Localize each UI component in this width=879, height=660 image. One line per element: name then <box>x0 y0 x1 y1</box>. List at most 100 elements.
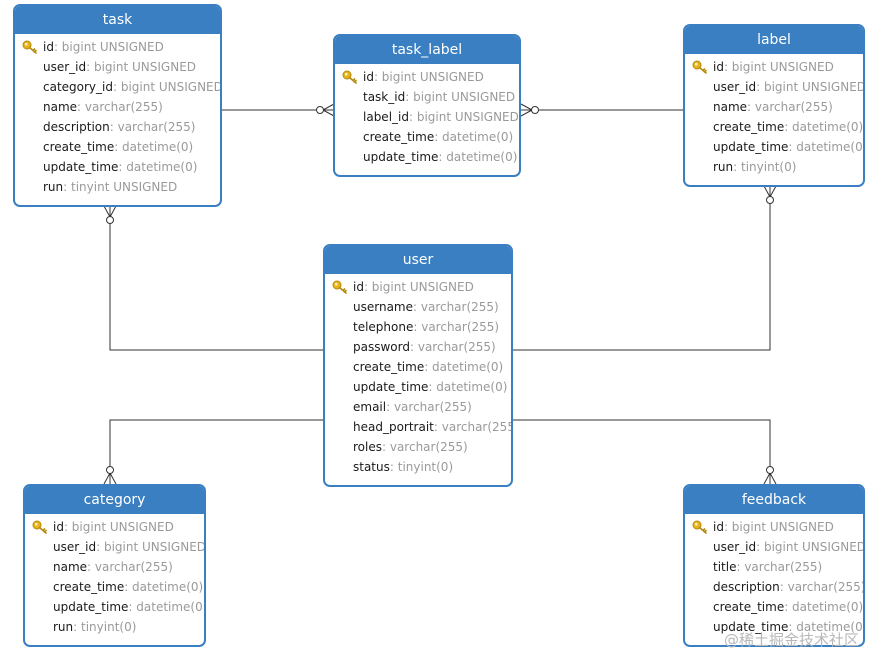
column-row: update_time: datetime(0) <box>325 377 511 397</box>
crowfoot-task-bottom-b <box>109 205 117 218</box>
column-row: description: varchar(255) <box>15 117 220 137</box>
table-feedback-header: feedback <box>685 486 863 514</box>
crowfoot-task-bottom <box>103 205 111 218</box>
column-type: : varchar(255) <box>413 320 500 334</box>
column-row: update_time: datetime(0) <box>335 147 519 167</box>
primary-key-icon <box>692 520 708 534</box>
crowfoot-task-label-right <box>520 103 533 111</box>
column-row: create_time: datetime(0) <box>685 597 863 617</box>
table-task-header: task <box>15 6 220 34</box>
column-name: id <box>713 520 724 534</box>
column-name: update_time <box>353 380 429 394</box>
table-task-label-header: task_label <box>335 36 519 64</box>
column-row: label_id: bigint UNSIGNED <box>335 107 519 127</box>
column-name: roles <box>353 440 382 454</box>
column-name: username <box>353 300 413 314</box>
column-name: user_id <box>713 540 757 554</box>
column-name: user_id <box>53 540 97 554</box>
primary-key-icon <box>32 520 48 534</box>
column-type: : bigint UNSIGNED <box>405 90 516 104</box>
column-row: update_time: datetime(0) <box>685 617 863 637</box>
column-type: : varchar(255) <box>109 120 196 134</box>
column-name: task_id <box>363 90 406 104</box>
column-name: id <box>353 280 364 294</box>
crowfoot-feedback-top-b <box>769 472 777 485</box>
column-type: : bigint UNSIGNED <box>756 540 865 554</box>
column-name: create_time <box>353 360 425 374</box>
column-row: run: tinyint UNSIGNED <box>15 177 220 197</box>
column-row: user_id: bigint UNSIGNED <box>685 537 863 557</box>
column-row: email: varchar(255) <box>325 397 511 417</box>
column-type: : bigint UNSIGNED <box>86 60 197 74</box>
column-name: id <box>43 40 54 54</box>
column-type: : datetime(0) <box>424 360 504 374</box>
column-type: : datetime(0) <box>788 620 865 634</box>
column-name: name <box>43 100 78 114</box>
column-name: id <box>53 520 64 534</box>
column-name: create_time <box>53 580 125 594</box>
column-row: id: bigint UNSIGNED <box>335 67 519 87</box>
link-user-category <box>109 419 325 484</box>
column-row: create_time: datetime(0) <box>335 127 519 147</box>
column-type: : bigint UNSIGNED <box>53 40 164 54</box>
column-type: : datetime(0) <box>114 140 194 154</box>
column-type: : datetime(0) <box>438 150 518 164</box>
column-type: : bigint UNSIGNED <box>756 80 865 94</box>
column-row: username: varchar(255) <box>325 297 511 317</box>
column-row: task_id: bigint UNSIGNED <box>335 87 519 107</box>
column-row: status: tinyint(0) <box>325 457 511 477</box>
column-name: name <box>53 560 88 574</box>
column-name: id <box>713 60 724 74</box>
column-row: id: bigint UNSIGNED <box>685 57 863 77</box>
column-row: telephone: varchar(255) <box>325 317 511 337</box>
primary-key-icon <box>692 60 708 74</box>
column-row: user_id: bigint UNSIGNED <box>25 537 204 557</box>
column-name: title <box>713 560 737 574</box>
column-name: user_id <box>43 60 87 74</box>
optional-marker-category-top <box>106 466 114 474</box>
column-type: : datetime(0) <box>784 600 864 614</box>
column-name: update_time <box>53 600 129 614</box>
column-type: : datetime(0) <box>788 140 865 154</box>
column-type: : varchar(255) <box>409 340 496 354</box>
column-row: head_portrait: varchar(255) <box>325 417 511 437</box>
crowfoot-feedback-top <box>763 472 771 485</box>
column-name: run <box>43 180 64 194</box>
column-name: id <box>363 70 374 84</box>
column-type: : varchar(255) <box>736 560 823 574</box>
column-name: run <box>53 620 74 634</box>
column-name: telephone <box>353 320 414 334</box>
column-name: create_time <box>713 120 785 134</box>
column-type: : bigint UNSIGNED <box>96 540 206 554</box>
column-name: label_id <box>363 110 409 124</box>
column-name: description <box>43 120 110 134</box>
column-type: : datetime(0) <box>784 120 864 134</box>
column-type: : bigint UNSIGNED <box>723 60 834 74</box>
link-user-task <box>109 206 325 351</box>
column-type: : varchar(255) <box>779 580 865 594</box>
optional-marker-task-label-right <box>531 106 539 114</box>
column-row: name: varchar(255) <box>685 97 863 117</box>
crowfoot-task-label-left-b <box>322 109 335 117</box>
column-type: : datetime(0) <box>428 380 508 394</box>
column-name: update_time <box>43 160 119 174</box>
link-user-feedback <box>512 419 771 484</box>
column-row: user_id: bigint UNSIGNED <box>15 57 220 77</box>
table-category-header: category <box>25 486 204 514</box>
column-name: category_id <box>43 80 113 94</box>
column-row: description: varchar(255) <box>685 577 863 597</box>
crowfoot-category-top <box>103 472 111 485</box>
column-type: : bigint UNSIGNED <box>363 280 474 294</box>
column-row: category_id: bigint UNSIGNED <box>15 77 220 97</box>
column-name: create_time <box>43 140 115 154</box>
column-name: update_time <box>713 140 789 154</box>
